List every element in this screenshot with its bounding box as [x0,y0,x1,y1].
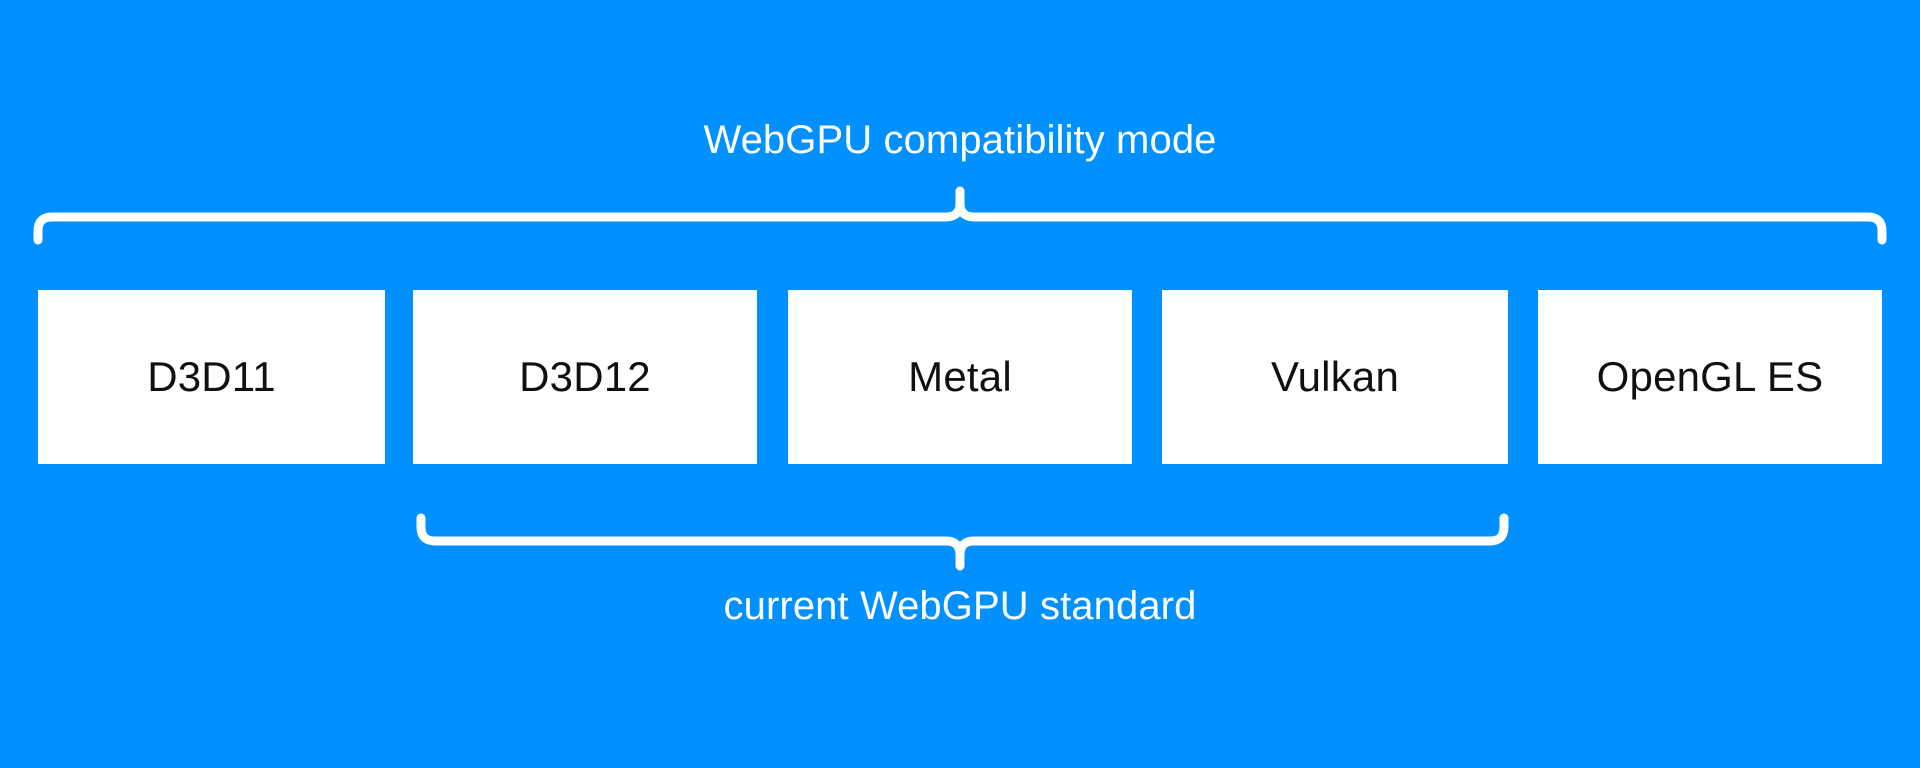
top-group-label: WebGPU compatibility mode [703,118,1217,162]
bottom-group-label: current WebGPU standard [723,584,1197,628]
api-box-label: D3D11 [147,353,276,400]
api-box-row: D3D11 D3D12 Metal Vulkan OpenGL ES [0,290,1920,464]
api-box-label: OpenGL ES [1596,353,1824,400]
api-box-opengl-es[interactable]: OpenGL ES [1538,290,1882,464]
api-box-label: Vulkan [1270,353,1400,400]
api-box-metal[interactable]: Metal [788,290,1132,464]
api-box-label: D3D12 [519,353,651,400]
api-box-vulkan[interactable]: Vulkan [1162,290,1508,464]
api-box-d3d11[interactable]: D3D11 [38,290,385,464]
api-box-label: Metal [908,353,1012,400]
api-box-d3d12[interactable]: D3D12 [413,290,757,464]
